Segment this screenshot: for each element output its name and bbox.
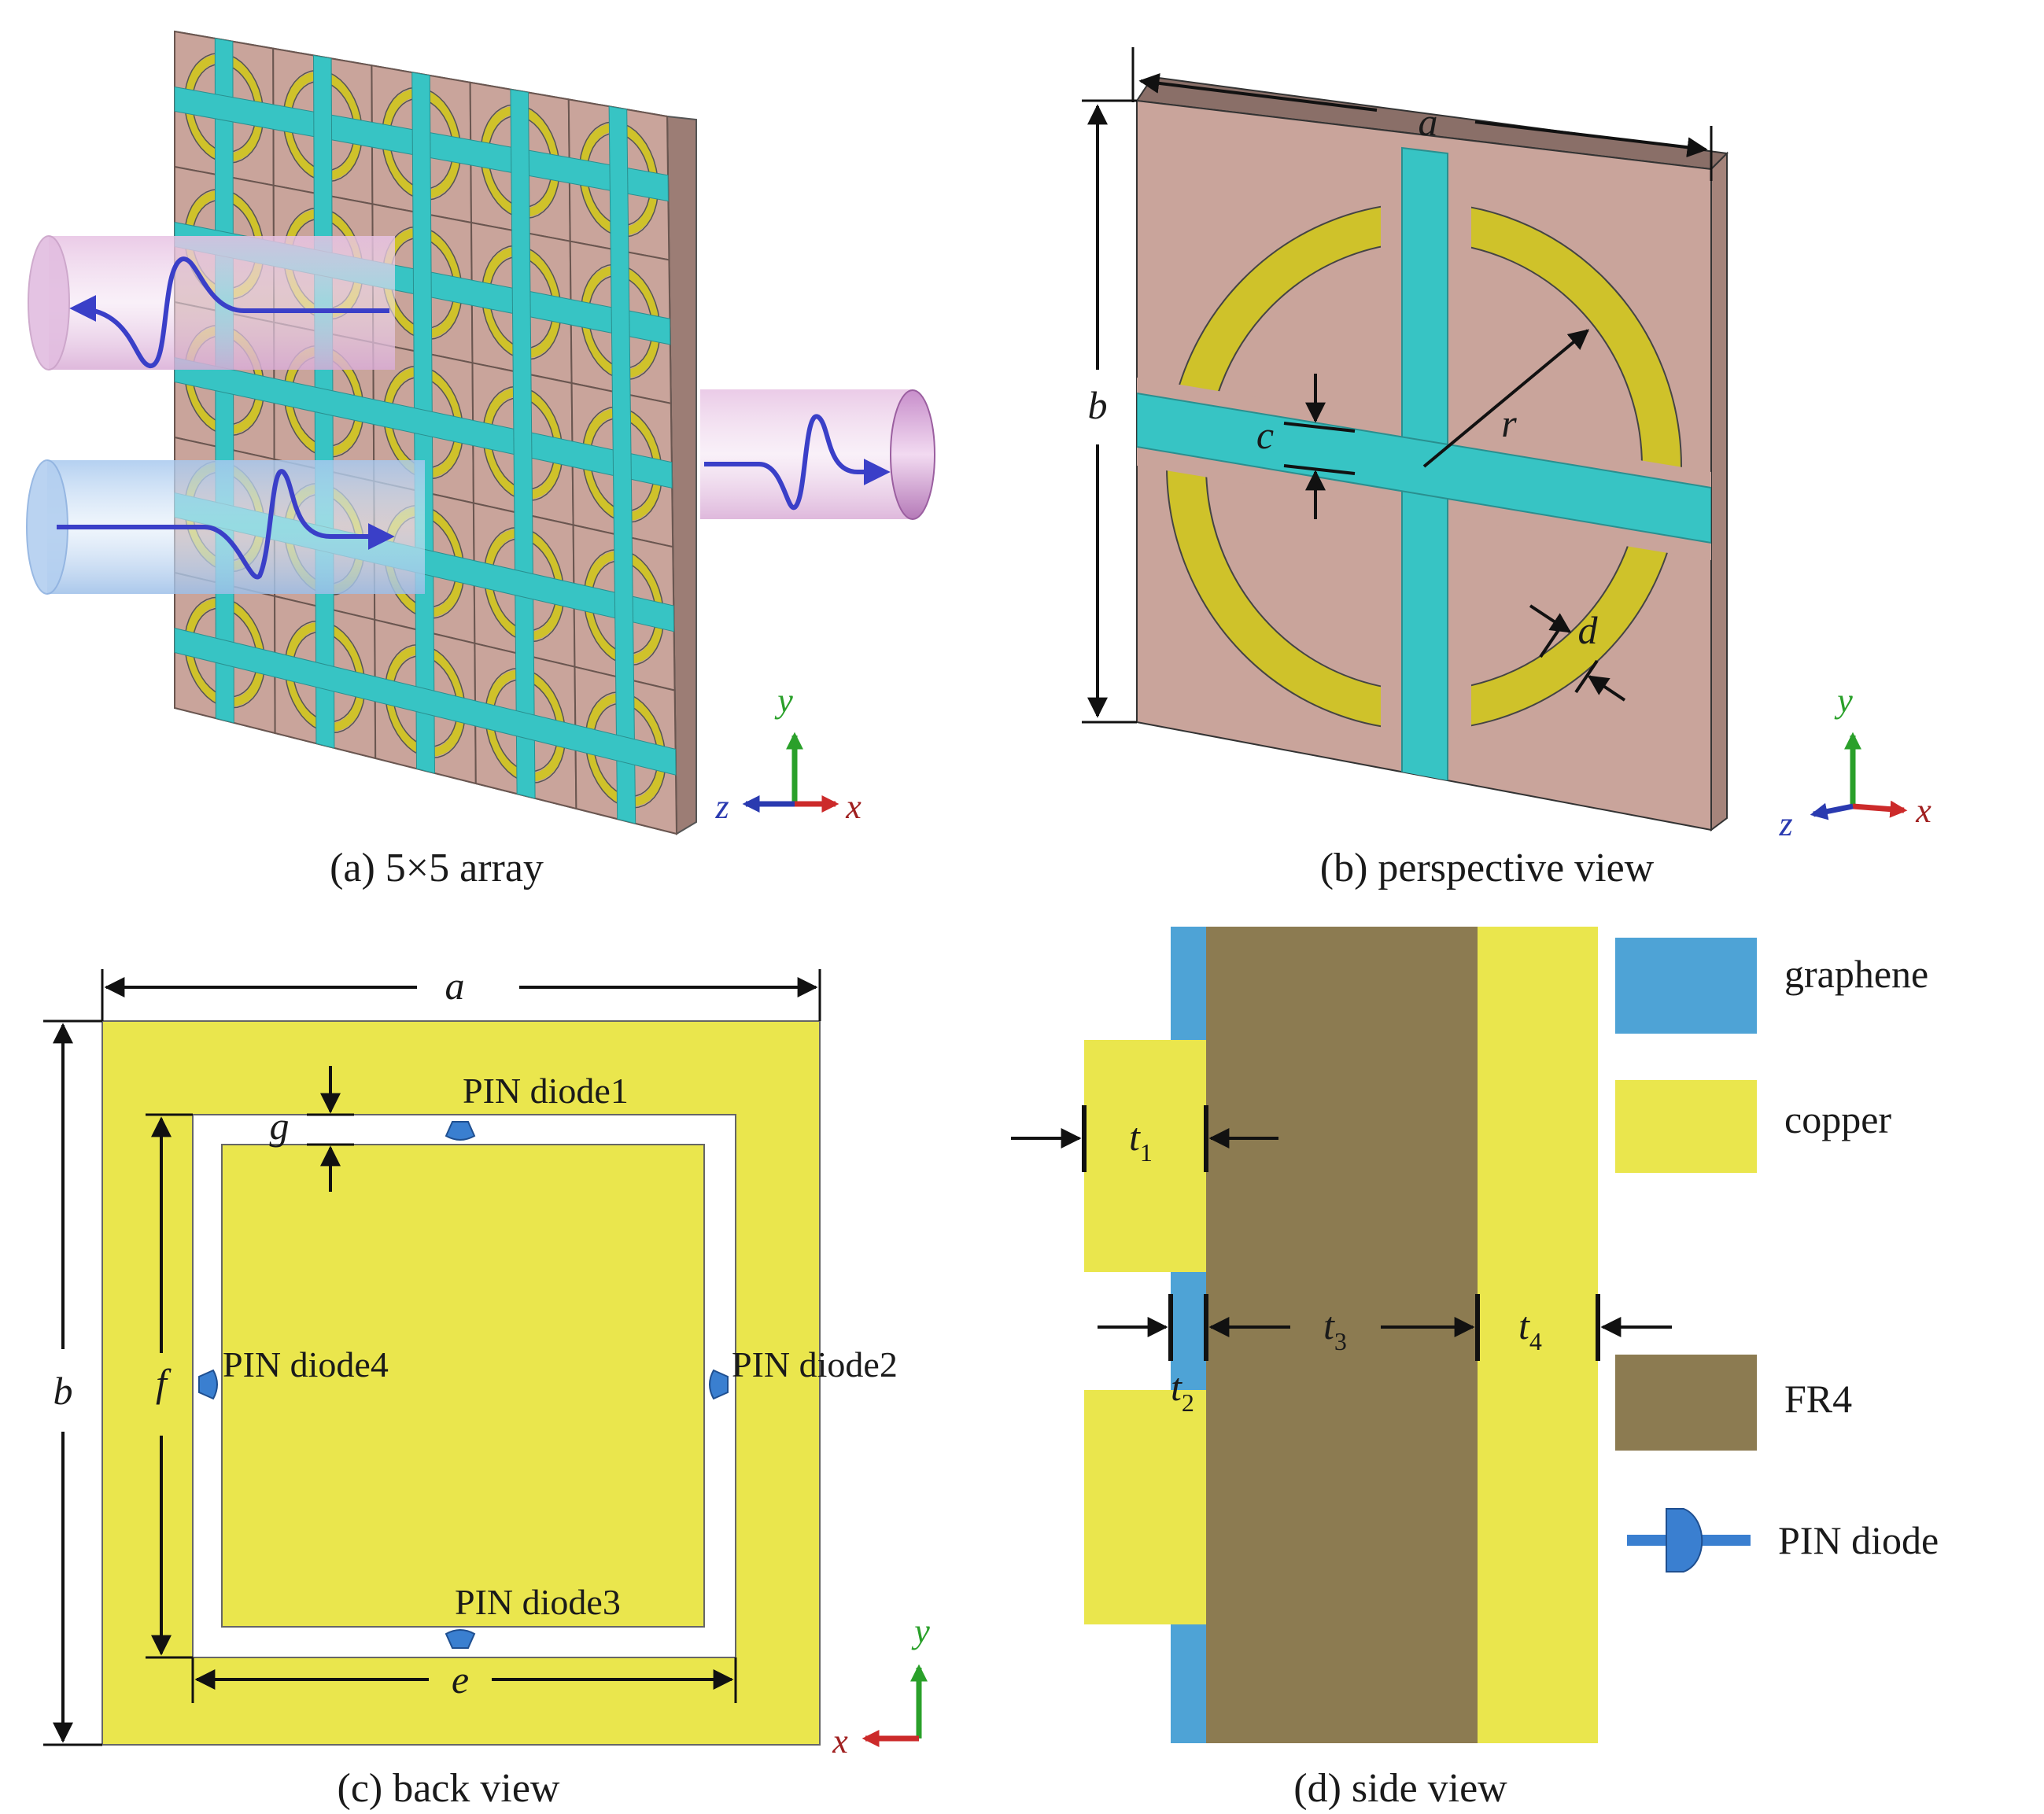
copper-back-layer: [1478, 927, 1598, 1743]
axis-b-y-label: y: [1834, 681, 1853, 720]
dim-c-e: e: [452, 1657, 469, 1702]
axis-b-x-label: x: [1915, 791, 1931, 830]
axes-b: y x z: [1778, 681, 1931, 843]
incident-wave-arrow: [57, 469, 395, 580]
legend-fr4-swatch: [1615, 1355, 1757, 1451]
panel-a-array: y x z (a) 5×5 array: [26, 30, 935, 890]
dim-d-t4-subscript: 4: [1529, 1327, 1542, 1355]
dim-c-a: a: [445, 964, 465, 1008]
pin-diode-3-icon: [445, 1629, 476, 1649]
label-pin-diode2: PIN diode2: [732, 1344, 898, 1384]
array-unit-cells: [174, 30, 678, 835]
legend-copper-swatch: [1615, 1080, 1757, 1173]
axes-c: y x: [832, 1612, 930, 1761]
legend-graphene-label: graphene: [1784, 952, 1928, 996]
dim-c-b: b: [53, 1369, 73, 1413]
label-pin-diode3: PIN diode3: [455, 1582, 621, 1622]
dim-b-a: a: [1419, 100, 1438, 144]
caption-d: (d) side view: [1293, 1766, 1507, 1811]
array-graphene-vertical-strip: [608, 105, 636, 824]
dim-b-r: r: [1501, 401, 1517, 445]
legend-pin-diode-label: PIN diode: [1778, 1518, 1939, 1562]
axis-a-z-label: z: [714, 787, 729, 826]
array-graphene-horizontal-strip: [174, 627, 677, 776]
legend-graphene-swatch: [1615, 938, 1757, 1034]
legend-pin-diode-icon: [1627, 1508, 1751, 1573]
copper-bottom-patch: [1084, 1390, 1206, 1624]
array-graphene-horizontal-strip: [174, 356, 673, 489]
caption-c: (c) back view: [338, 1766, 560, 1811]
caption-b: (b) perspective view: [1320, 846, 1655, 890]
dim-b-c: c: [1256, 413, 1274, 457]
axis-c-x-label: x: [832, 1722, 848, 1761]
panel-d-side-view: t1 t2 t3 t4 graphene copper FR4 PIN diod…: [1011, 927, 1939, 1811]
legend: graphene copper FR4 PIN diode: [1615, 938, 1939, 1573]
dim-c-g: g: [270, 1104, 290, 1148]
reflected-wave-arrow: [69, 256, 389, 368]
copper-inner-patch: [221, 1144, 705, 1628]
graphene-horizontal-strip: [1137, 392, 1711, 544]
transmitted-beam: [700, 389, 935, 520]
dim-d-t1-subscript: 1: [1140, 1138, 1153, 1167]
dim-d-t2-subscript: 2: [1182, 1388, 1194, 1417]
reflected-beam: [28, 235, 395, 371]
axis-a-x-label: x: [845, 787, 862, 826]
pin-diode-1-icon: [445, 1121, 476, 1141]
legend-fr4-label: FR4: [1784, 1377, 1852, 1421]
fr4-substrate: [1206, 927, 1478, 1743]
axis-b-z-label: z: [1778, 805, 1792, 843]
panel-c-back-view: PIN diode1 PIN diode2 PIN diode3 PIN dio…: [43, 964, 930, 1811]
dim-d-t1: t1: [1129, 1115, 1153, 1167]
caption-a: (a) 5×5 array: [330, 846, 544, 890]
dim-d-t3-subscript: 3: [1334, 1327, 1347, 1355]
copper-top-patch: [1084, 1040, 1206, 1272]
pin-diode-2-icon: [709, 1369, 729, 1400]
array-graphene-vertical-strip: [510, 89, 536, 799]
axes-a: y x z: [714, 681, 862, 826]
label-pin-diode4: PIN diode4: [223, 1344, 389, 1384]
pin-diode-4-icon: [198, 1369, 218, 1400]
label-pin-diode1: PIN diode1: [463, 1071, 629, 1111]
axis-c-y-label: y: [911, 1612, 930, 1650]
dim-b-d: d: [1578, 608, 1599, 652]
transmitted-wave-arrow: [704, 414, 891, 511]
incident-beam: [26, 459, 425, 595]
legend-copper-label: copper: [1784, 1097, 1891, 1141]
dim-d-t2: t2: [1171, 1365, 1194, 1417]
dim-d-t3: t3: [1323, 1303, 1347, 1355]
dim-b-b: b: [1088, 383, 1108, 427]
axis-a-y-label: y: [774, 681, 793, 720]
dim-d-t4: t4: [1518, 1303, 1542, 1355]
panel-b-perspective: a b c r d y x z (b) perspective view: [1082, 47, 1931, 890]
unit-cell-side-face: [1710, 151, 1728, 831]
